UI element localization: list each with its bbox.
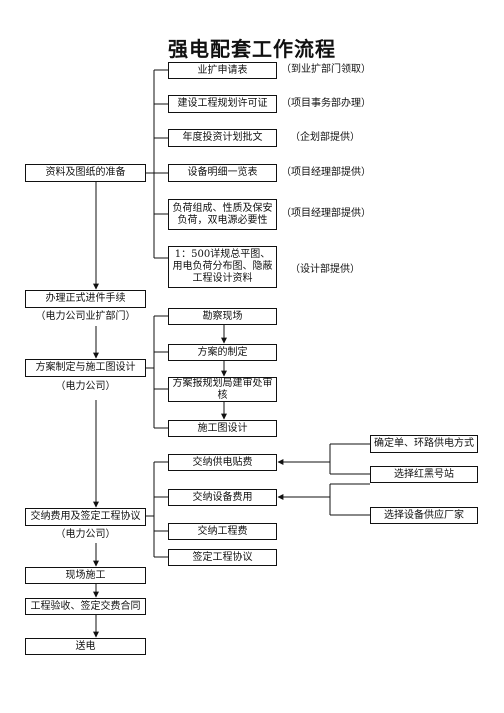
main-step-fees: 交纳费用及签定工程协议 [25, 508, 146, 526]
main-step-prep: 资料及图纸的准备 [25, 164, 146, 182]
prep-item-application-form-note: （到业扩部门领取） [281, 64, 371, 75]
prep-item-planning-permit-note: （项目事务部办理） [281, 98, 371, 109]
page-title: 强电配套工作流程 [168, 37, 336, 61]
fee-item-supply-fee: 交纳供电贴费 [168, 454, 277, 471]
prep-item-site-plan-note: （设计部提供） [290, 264, 360, 275]
prep-item-load-composition-note: （项目经理部提供） [281, 208, 371, 219]
prep-item-load-composition: 负荷组成、性质及保安负荷，双电源必要性 [168, 199, 277, 230]
prep-item-application-form: 业扩申请表 [168, 62, 277, 79]
main-step-application: 办理正式进件手续 [25, 290, 146, 308]
right-item-supplier: 选择设备供应厂家 [370, 507, 478, 524]
design-item-review: 方案报规划局建审处审核 [168, 377, 277, 402]
main-step-application-note: （电力公司业扩部门） [35, 311, 136, 322]
fee-item-engineering-fee: 交纳工程费 [168, 523, 277, 540]
prep-item-investment-approval-note: （企划部提供） [290, 132, 360, 143]
prep-item-equipment-list-note: （项目经理部提供） [281, 167, 371, 178]
prep-item-site-plan: 1：500详规总平图、用电负荷分布图、隐蔽工程设计资料 [168, 246, 277, 288]
design-item-site-survey: 勘察现场 [168, 308, 277, 325]
main-step-design: 方案制定与施工图设计 [25, 359, 146, 377]
main-step-power-on: 送电 [25, 638, 146, 655]
fee-item-equipment-fee: 交纳设备费用 [168, 489, 277, 506]
main-step-fees-note: （电力公司） [55, 529, 116, 540]
prep-item-equipment-list: 设备明细一览表 [168, 164, 277, 182]
prep-item-planning-permit: 建设工程规划许可证 [168, 95, 277, 113]
design-item-construction-drawing: 施工图设计 [168, 420, 277, 437]
fee-item-agreement: 签定工程协议 [168, 549, 277, 566]
main-step-design-note: （电力公司） [55, 381, 116, 392]
right-item-supply-mode: 确定单、环路供电方式 [370, 435, 478, 453]
right-item-station: 选择红黑号站 [370, 466, 478, 483]
main-step-construction: 现场施工 [25, 567, 146, 584]
prep-item-investment-approval: 年度投资计划批文 [168, 129, 277, 147]
design-item-plan: 方案的制定 [168, 344, 277, 361]
main-step-acceptance: 工程验收、签定交费合同 [25, 598, 146, 615]
